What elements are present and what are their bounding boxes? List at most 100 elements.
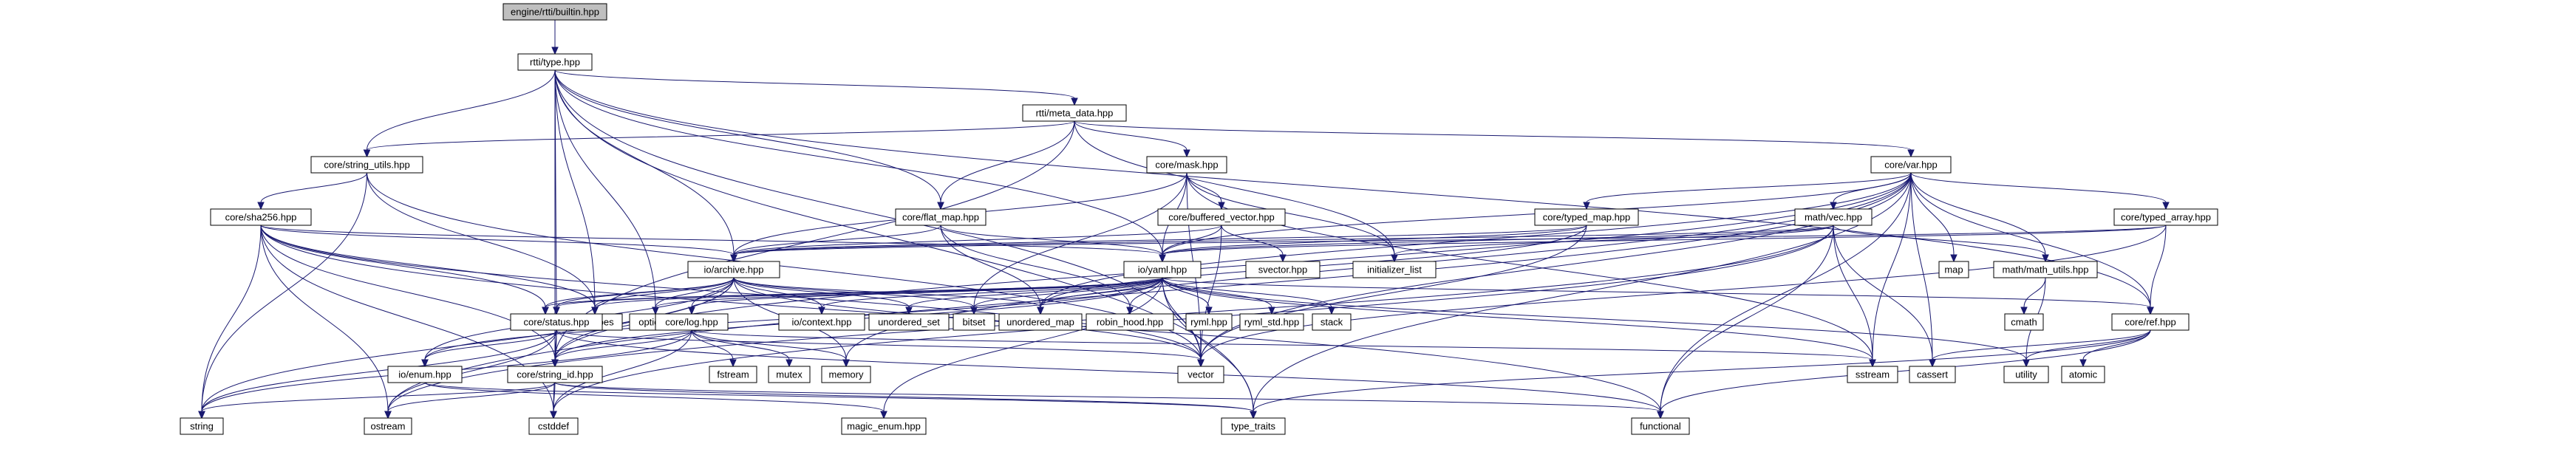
- edge-line: [1910, 172, 2167, 203]
- node-box: [1022, 104, 1127, 122]
- edge-line: [655, 277, 735, 308]
- edge-line: [1162, 277, 1873, 360]
- edge-arrowhead: [1159, 254, 1166, 263]
- node-box: [1177, 366, 1224, 383]
- node-label: cassert: [1917, 369, 1948, 380]
- edge-meta_data-to-flat_map: [937, 120, 1075, 210]
- node-label: core/string_id.hpp: [517, 369, 593, 380]
- node-meta-data[interactable]: rtti/meta_data.hpp: [1022, 104, 1127, 122]
- edge-line: [387, 172, 1912, 412]
- edge-line: [1162, 225, 1834, 256]
- node-ref[interactable]: core/ref.hpp: [2111, 313, 2190, 331]
- node-enum[interactable]: io/enum.hpp: [387, 366, 463, 383]
- edge-arrowhead: [2147, 307, 2154, 315]
- edge-line: [367, 120, 1075, 151]
- edge-log-to-string_id: [551, 329, 692, 368]
- edge-sha256-to-cinttypes: [260, 225, 599, 315]
- node-mask[interactable]: core/mask.hpp: [1146, 156, 1227, 174]
- edge-string_utils-to-cinttypes: [367, 172, 599, 315]
- edge-line: [201, 329, 557, 412]
- node-typed-map[interactable]: core/typed_map.hpp: [1534, 208, 1639, 226]
- node-label: ostream: [371, 421, 406, 432]
- node-box: [1631, 417, 1690, 435]
- edge-arrowhead: [2020, 307, 2028, 315]
- node-context[interactable]: io/context.hpp: [778, 313, 865, 331]
- edge-line: [260, 225, 1163, 256]
- edge-arrowhead: [1250, 411, 1257, 420]
- edge-var-to-map: [1910, 172, 1957, 263]
- node-label: atomic: [2069, 369, 2098, 380]
- edge-line: [554, 69, 1163, 256]
- edge-line: [260, 172, 367, 203]
- node-type[interactable]: rtti/type.hpp: [517, 53, 593, 71]
- node-label: core/typed_map.hpp: [1543, 212, 1631, 223]
- edge-arrowhead: [2042, 254, 2049, 263]
- edge-line: [733, 277, 822, 308]
- edge-line: [553, 382, 556, 412]
- node-sha256[interactable]: core/sha256.hpp: [210, 208, 312, 226]
- edge-line: [940, 225, 1041, 308]
- edge-arrowhead: [2079, 359, 2087, 368]
- node-label: core/flat_map.hpp: [902, 212, 979, 223]
- edge-arrowhead: [880, 411, 887, 420]
- edge-log-to-sstream: [691, 329, 1876, 368]
- node-box: [953, 313, 995, 331]
- node-archive[interactable]: io/archive.hpp: [687, 261, 780, 278]
- edge-line: [1872, 172, 1912, 360]
- edge-arrowhead: [1328, 307, 1335, 315]
- node-box: [1352, 261, 1437, 278]
- node-label: mutex: [776, 369, 803, 380]
- node-status[interactable]: core/status.hpp: [510, 313, 603, 331]
- edge-arrowhead: [1869, 359, 1876, 368]
- node-typed-array[interactable]: core/typed_array.hpp: [2113, 208, 2218, 226]
- edge-log-to-fstream: [691, 329, 737, 368]
- node-label: core/var.hpp: [1884, 160, 1938, 171]
- edge-sha256-to-archive: [260, 225, 737, 263]
- node-string-id[interactable]: core/string_id.hpp: [507, 366, 603, 383]
- edge-builtin-to-type: [551, 20, 559, 55]
- node-box: [1794, 208, 1873, 226]
- node-math-utils[interactable]: math/math_utils.hpp: [1993, 261, 2098, 278]
- node-cmath: cmath: [2004, 313, 2044, 331]
- edge-sha256-to-string: [198, 225, 262, 420]
- edge-var-to-ref: [1910, 172, 2154, 315]
- node-box: [310, 156, 423, 174]
- node-label: io/yaml.hpp: [1138, 264, 1187, 275]
- edge-vec-to-math_utils: [1833, 225, 2049, 263]
- edge-line: [908, 277, 1163, 308]
- edge-yaml-to-context: [818, 277, 1163, 315]
- edge-arrowhead: [786, 359, 793, 368]
- edge-log-to-mutex: [691, 329, 793, 368]
- node-box: [1157, 208, 1286, 226]
- node-box: [1312, 313, 1352, 331]
- node-vec[interactable]: math/vec.hpp: [1794, 208, 1873, 226]
- node-robin-hood: robin_hood.hpp: [1086, 313, 1174, 331]
- node-string-utils[interactable]: core/string_utils.hpp: [310, 156, 423, 174]
- node-box: [1938, 261, 1969, 278]
- edge-line: [1074, 120, 1912, 151]
- node-yaml[interactable]: io/yaml.hpp: [1123, 261, 1202, 278]
- node-box: [655, 313, 729, 331]
- edge-var-to-typed_map: [1583, 172, 1912, 210]
- node-flat-map[interactable]: core/flat_map.hpp: [895, 208, 987, 226]
- edge-line: [1660, 225, 1834, 412]
- node-buffered-vector[interactable]: core/buffered_vector.hpp: [1157, 208, 1286, 226]
- edge-line: [424, 382, 1254, 412]
- edge-line: [424, 329, 557, 360]
- node-label: rtti/type.hpp: [530, 57, 580, 68]
- edge-line: [1221, 225, 1284, 256]
- edge-arrowhead: [591, 307, 599, 315]
- edge-enum-to-type_traits: [424, 382, 1257, 420]
- edge-string_id-to-type_traits: [554, 382, 1257, 420]
- edge-arrowhead: [1197, 359, 1204, 368]
- edge-line: [940, 120, 1075, 203]
- edge-line: [973, 172, 1188, 308]
- node-box: [1185, 313, 1233, 331]
- edge-line: [2025, 329, 2151, 360]
- edge-arrowhead: [1037, 307, 1044, 315]
- node-box: [687, 261, 780, 278]
- node-label: type_traits: [1231, 421, 1275, 432]
- node-log[interactable]: core/log.hpp: [655, 313, 729, 331]
- node-var[interactable]: core/var.hpp: [1870, 156, 1952, 174]
- node-box: [841, 417, 927, 435]
